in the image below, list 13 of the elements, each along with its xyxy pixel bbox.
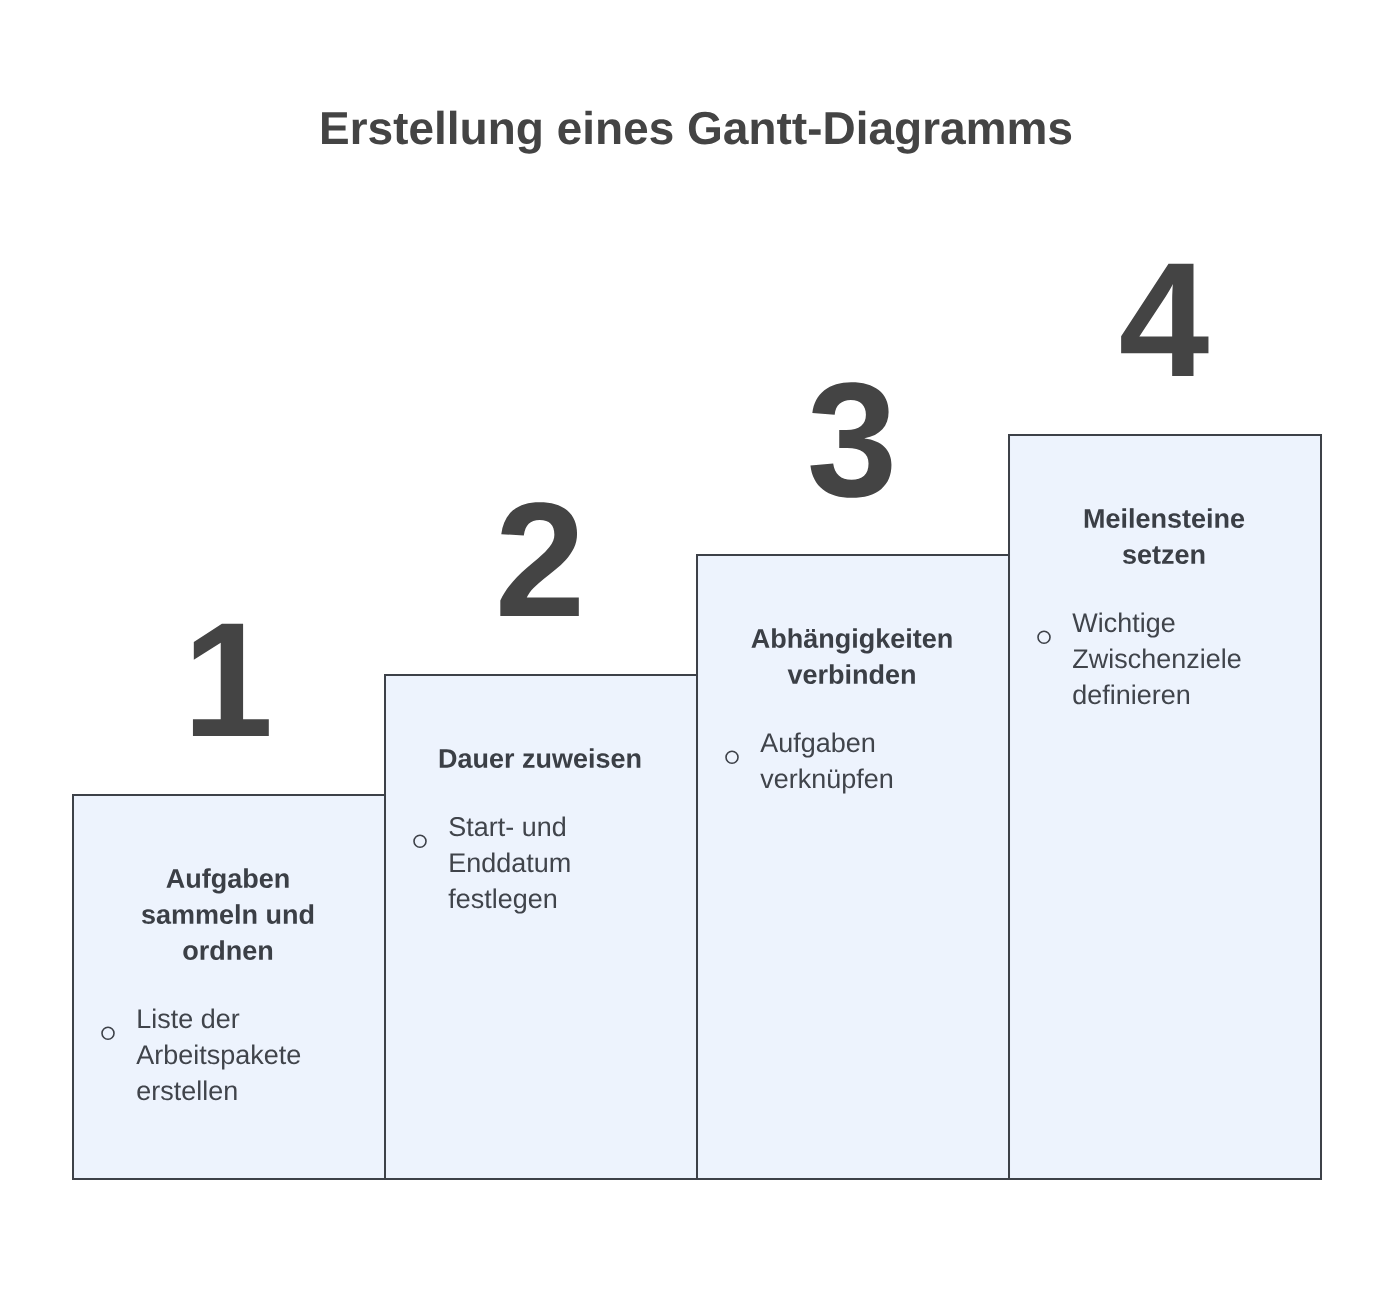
step-heading: Aufgaben sammeln und ordnen [141,868,314,960]
step-heading: Meilensteine setzen [1084,508,1245,564]
title: Erstellung eines Gantt-Diagramms [322,110,1072,154]
step-number: 4 [1121,263,1209,376]
step-number: 2 [500,502,579,616]
bullet-text: Liste der Arbeitspakete erstellen [136,1008,301,1101]
bullet-text: Start- und Enddatum festlegen [448,816,570,914]
bullet-text: Wichtige Zwischenziele definieren [1072,612,1241,705]
step-number: 1 [192,623,269,736]
step-heading: Dauer zuweisen [439,748,641,768]
bullet-text: Aufgaben verknüpfen [760,732,893,794]
step-number: 3 [810,382,892,498]
step-heading: Abhängigkeiten verbinden [751,628,952,684]
